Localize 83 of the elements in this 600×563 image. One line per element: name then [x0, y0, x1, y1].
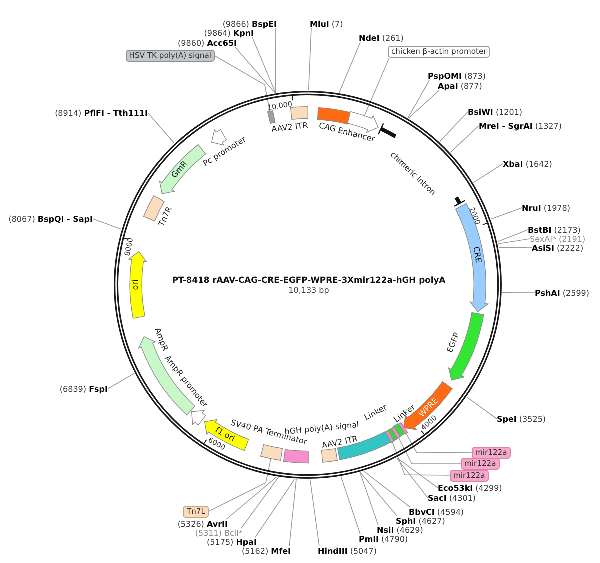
leader-line: [490, 208, 522, 220]
leader-line: [440, 112, 468, 142]
plasmid-size: 10,133 bp: [288, 286, 330, 296]
leader-line: [498, 238, 530, 244]
feature-bar: [390, 426, 401, 440]
site-label: NsiI (4629): [377, 526, 424, 534]
leader-line: [275, 28, 276, 94]
site-label: (8067) BspQI - SapI: [8, 214, 93, 224]
leader-line: [308, 28, 312, 91]
leader-line: [252, 37, 276, 94]
site-label: (6839) FspI: [60, 384, 108, 394]
site-label: MreI - SgrAI (1327): [479, 122, 562, 130]
leader-line: [226, 476, 278, 520]
feature-label: CRE: [472, 246, 483, 264]
pointed-feature: [204, 419, 250, 452]
leader-line: [473, 164, 504, 184]
leader-line: [396, 458, 438, 488]
leader-line: [289, 479, 297, 547]
site-label: (5326) AvrII: [178, 520, 228, 528]
leader-line: [364, 58, 390, 117]
leader-line: [466, 396, 498, 420]
site-label: SacI (4301): [428, 494, 476, 502]
site-label: (8914) PflFI - Tth111I: [55, 108, 148, 118]
feature-label: EGFP: [446, 332, 462, 354]
leader-line: [148, 112, 175, 144]
site-label: PshAI (2599): [535, 288, 590, 298]
site-label: HindIII (5047): [318, 546, 377, 556]
site-label: SexAI* (2191): [530, 234, 586, 244]
site-label: MluI (7): [310, 20, 344, 28]
site-label: BbvCI (4594): [409, 508, 464, 516]
site-label: NdeI (261): [359, 34, 404, 42]
leader-line: [502, 292, 536, 294]
leader-line: [235, 47, 276, 94]
feature-bar: [260, 444, 284, 462]
feature-bar: [283, 448, 310, 464]
site-label: PmlI (4790): [359, 534, 408, 544]
leader-line: [396, 458, 428, 498]
feature-bar: [320, 448, 338, 464]
leader-line: [255, 478, 296, 538]
site-label: (9860) Acc65I: [178, 38, 237, 48]
leader-line: [392, 441, 450, 476]
leader-line: [364, 471, 411, 508]
leader-line: [360, 472, 398, 517]
site-label: (9864) KpnI: [204, 28, 254, 38]
leader-line: [498, 247, 532, 248]
site-label: NruI (1978): [522, 204, 570, 212]
feature-label: ori: [132, 280, 140, 290]
site-label: BsiWI (1201): [468, 108, 523, 116]
feature-bar: [266, 110, 276, 124]
leader-line: [406, 433, 472, 454]
leader-line: [339, 42, 361, 94]
leader-line: [108, 373, 135, 390]
feature-label: AAV2 ITR: [272, 122, 309, 134]
leader-line: [450, 126, 480, 153]
site-label: XbaI (1642): [503, 160, 552, 168]
pointed-feature: [448, 312, 484, 381]
site-label: (5175) HpaI: [207, 538, 257, 546]
site-label: PspOMI (873): [428, 72, 486, 80]
site-label: ApaI (877): [438, 82, 482, 90]
map-title: PT-8418 rAAV-CAG-CRE-EGFP-WPRE-3Xmir122a-hGH polyA: [172, 274, 446, 286]
leader-line: [408, 90, 440, 119]
site-label: SphI (4627): [396, 516, 446, 526]
pointed-feature: [454, 202, 489, 313]
site-label: (5311) BclI*: [195, 528, 243, 538]
leader-line: [498, 230, 528, 242]
leader-line: [241, 477, 279, 529]
leader-line: [408, 80, 430, 118]
leader-line: [340, 476, 361, 535]
leader-line: [214, 56, 270, 112]
leader-line: [92, 218, 122, 230]
site-label: Eco53kI (4299): [438, 484, 502, 492]
feature-label: AmpR: [152, 327, 169, 352]
site-label: (5162) MfeI: [242, 546, 291, 556]
leader-line: [208, 458, 272, 512]
feature-label: AAV2 ITR: [321, 435, 359, 450]
leader-line: [398, 438, 462, 464]
leader-line: [360, 472, 379, 526]
site-label: (9866) BspEI: [222, 20, 277, 28]
site-label: BstBI (2173): [528, 226, 581, 234]
leader-line: [310, 479, 320, 547]
site-label: SpeI (3525): [497, 414, 546, 424]
pointed-feature: [190, 410, 207, 426]
site-label: AsiSI (2222): [532, 244, 584, 252]
